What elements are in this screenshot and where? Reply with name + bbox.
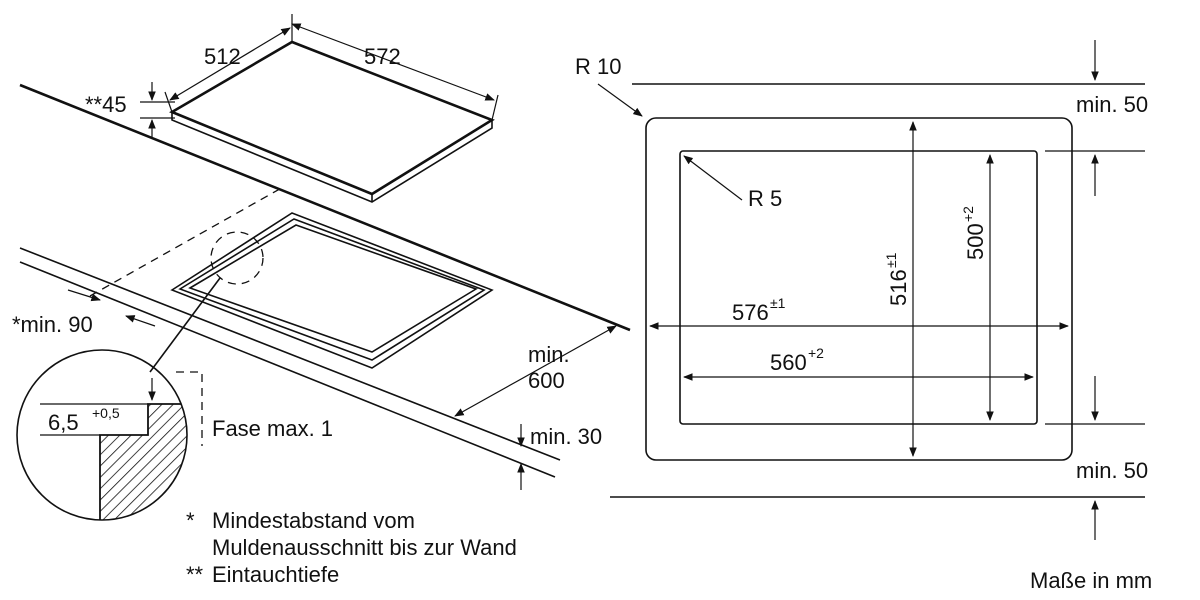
top-clearance-label: min. 50 (1076, 92, 1148, 117)
bottom-clearance-label: min. 50 (1076, 458, 1148, 483)
chamfer-leader (176, 371, 203, 446)
inner-cutout-rect (679, 150, 1038, 425)
width-label: 572 (364, 44, 401, 69)
inner-width-label: 560 (770, 350, 807, 375)
detail-leader (149, 277, 221, 373)
depth-dimension-line (169, 27, 291, 101)
rebate-label: 6,5 (48, 410, 79, 435)
insert-depth-label: **45 (85, 92, 127, 117)
detail-magnified: 6,5 +0,5 Fase max. 1 (16, 349, 333, 521)
worktop-back-edge (19, 83, 631, 332)
cutout-plan-view: R 10 R 5 min. 50 min. 50 576 ±1 560 +2 5… (575, 40, 1148, 540)
hatched-worktop-section (99, 403, 187, 520)
outer-radius-label: R 10 (575, 54, 621, 79)
note-star2-mark: ** (186, 562, 204, 587)
footnotes: * Mindestabstand vom Muldenausschnitt bi… (186, 508, 517, 587)
detail-circle (16, 349, 188, 521)
hob-isometric-view: 572 512 **45 *min. 90 min. 600 min. 30 (12, 14, 631, 490)
outer-width-label: 576 (732, 300, 769, 325)
worktop-cutout (170, 212, 494, 369)
note-star1-line2: Muldenausschnitt bis zur Wand (212, 535, 517, 560)
outer-cutout-rect (645, 117, 1073, 461)
width-dimension-line (291, 23, 495, 101)
detail-callout-small (210, 231, 264, 285)
front-distance-leader (454, 325, 617, 417)
projection-line (89, 185, 286, 297)
units-label: Maße in mm (1030, 568, 1152, 593)
front-distance-label-line1: min. (528, 342, 570, 367)
outer-depth-label: 516 (886, 269, 911, 306)
worktop-front-top-edge (19, 247, 561, 461)
rebate-tolerance: +0,5 (92, 405, 120, 421)
worktop-front-bottom-edge (19, 261, 556, 478)
wall-distance-label: *min. 90 (12, 312, 93, 337)
chamfer-label: Fase max. 1 (212, 416, 333, 441)
note-star1-line1: Mindestabstand vom (212, 508, 415, 533)
inner-width-tolerance: +2 (808, 345, 824, 361)
note-star2-text: Eintauchtiefe (212, 562, 339, 587)
inner-depth-tolerance: +2 (960, 206, 976, 222)
inner-radius-label: R 5 (748, 186, 782, 211)
outer-width-tolerance: ±1 (770, 295, 786, 311)
note-star1-mark: * (186, 508, 195, 533)
front-distance-label-line2: 600 (528, 368, 565, 393)
depth-label: 512 (204, 44, 241, 69)
worktop-thickness-label: min. 30 (530, 424, 602, 449)
inner-depth-label: 500 (963, 223, 988, 260)
outer-depth-tolerance: ±1 (883, 252, 899, 268)
